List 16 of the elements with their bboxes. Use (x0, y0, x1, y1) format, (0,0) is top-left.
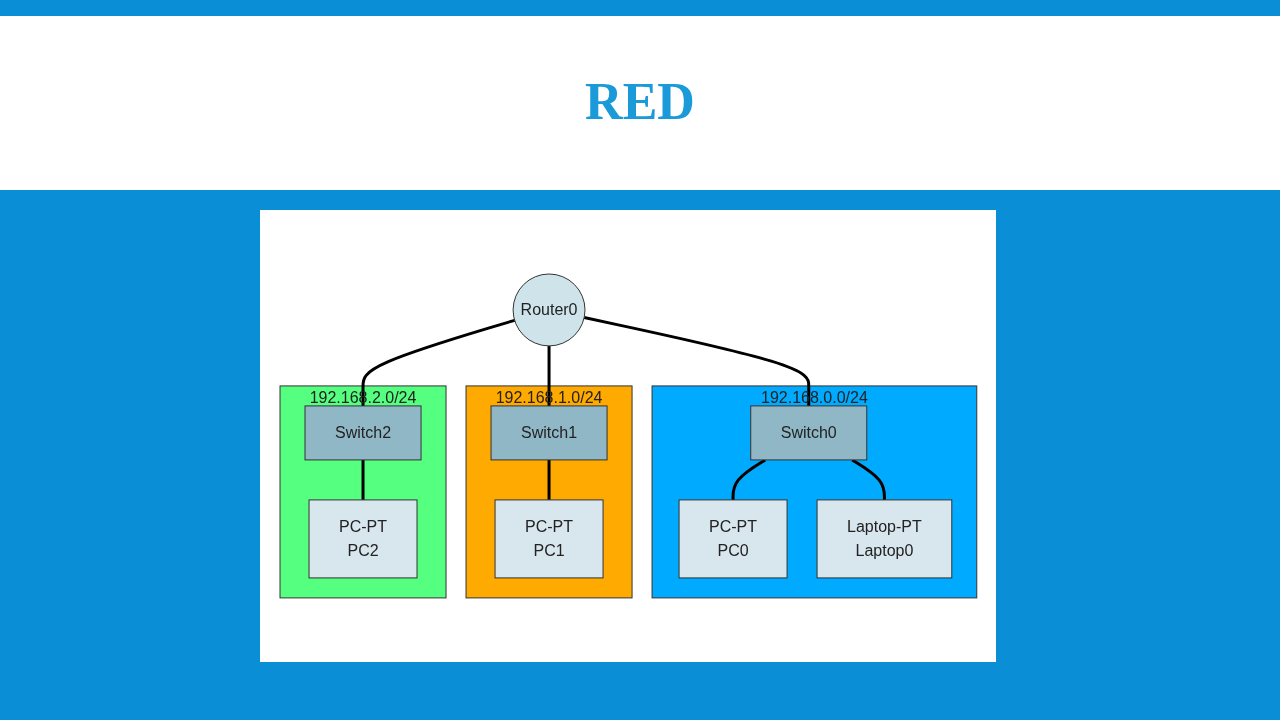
node-box (490, 405, 608, 461)
node-box (749, 405, 867, 461)
connector (547, 459, 551, 500)
node-circle (512, 273, 586, 347)
node-box (816, 499, 952, 579)
node-box (304, 405, 422, 461)
node-box (308, 499, 418, 579)
node-box (494, 499, 604, 579)
connector (731, 458, 766, 500)
connector (361, 459, 365, 500)
connector (851, 458, 886, 500)
connector (361, 318, 515, 406)
connector (583, 316, 810, 406)
node-box (678, 499, 788, 579)
connector (547, 345, 551, 406)
title: RED (584, 72, 696, 131)
